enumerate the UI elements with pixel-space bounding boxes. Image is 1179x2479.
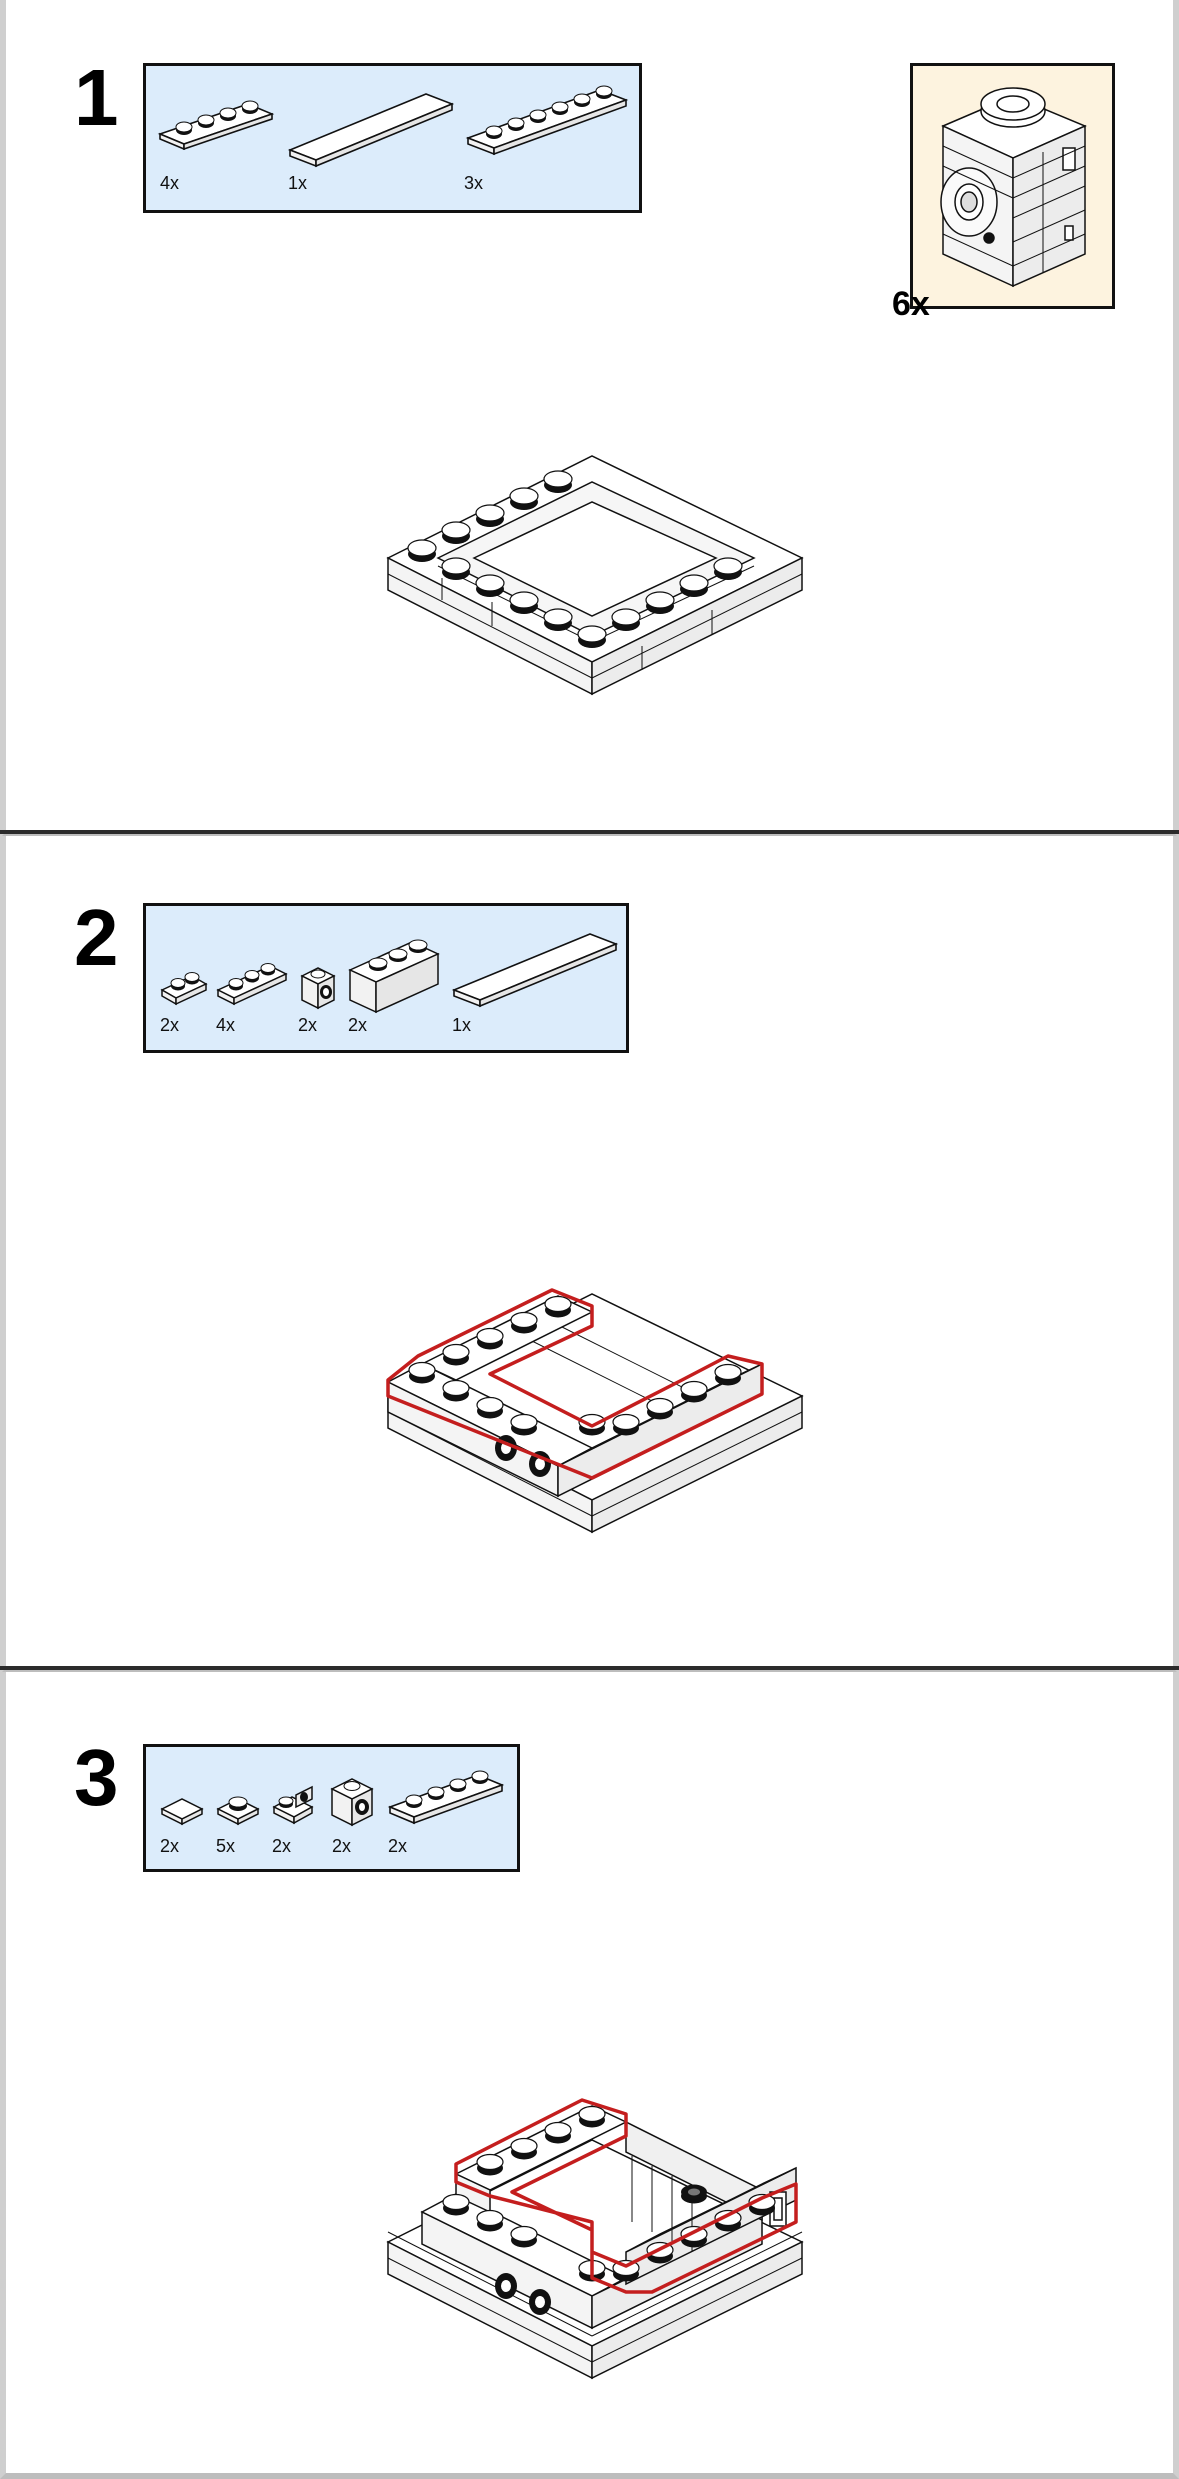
brick-1x1-side-stud-icon (298, 962, 338, 1012)
plate-1x4-icon (156, 98, 276, 150)
tile-1x6-icon (450, 920, 620, 1010)
part-quantity: 4x (216, 1015, 236, 1035)
step-1-parts-box: 4x 1x 3x (143, 63, 642, 213)
part-quantity: 3x (464, 173, 484, 193)
step-3-panel: 3 2x 5x (0, 1672, 1179, 2479)
part-quantity: 2x (272, 1836, 292, 1856)
step-separator (0, 1666, 1179, 1670)
step-2-number: 2 (74, 893, 119, 982)
part-quantity: 5x (216, 1836, 236, 1856)
part-quantity: 2x (388, 1836, 408, 1856)
tile-1x6-icon (286, 80, 456, 170)
submodel-preview (910, 63, 1115, 309)
plate-1x2-icon (158, 966, 210, 1010)
step-1-panel: 1 4x 1x (0, 0, 1179, 838)
step-3-parts-box: 2x 5x (143, 1744, 520, 1872)
part-quantity: 4x (160, 173, 180, 193)
part-quantity: 1x (452, 1015, 472, 1035)
part-quantity: 1x (288, 173, 308, 193)
new-parts-highlight (386, 1288, 764, 1480)
plate-1x1-icon (214, 1785, 262, 1827)
step-2-model (382, 1256, 812, 1536)
plate-1x3-icon (214, 956, 290, 1010)
step-2-parts-box: 2x 4x (143, 903, 629, 1053)
brick-1x1-side-stud-icon (328, 1773, 376, 1829)
part-quantity: 2x (160, 1836, 180, 1856)
part-quantity: 2x (332, 1836, 352, 1856)
step-1-number: 1 (74, 53, 119, 142)
submodel-image (940, 87, 1087, 288)
part-quantity: 2x (298, 1015, 318, 1035)
bracket-1x1-icon (270, 1781, 320, 1827)
part-quantity: 2x (348, 1015, 368, 1035)
plate-1x4-icon (386, 1765, 506, 1827)
brick-1x3-icon (346, 936, 442, 1016)
part-quantity: 2x (160, 1015, 180, 1035)
step-3-number: 3 (74, 1733, 119, 1822)
step-1-model (382, 450, 812, 700)
step-3-model (382, 2052, 812, 2382)
step-2-panel: 2 2x (0, 836, 1179, 1674)
plate-1x6-icon (464, 80, 634, 160)
new-parts-highlight (454, 2098, 798, 2294)
tile-1x1-icon (158, 1791, 206, 1827)
submodel-quantity: 6x (892, 285, 930, 323)
step-separator (0, 830, 1179, 834)
